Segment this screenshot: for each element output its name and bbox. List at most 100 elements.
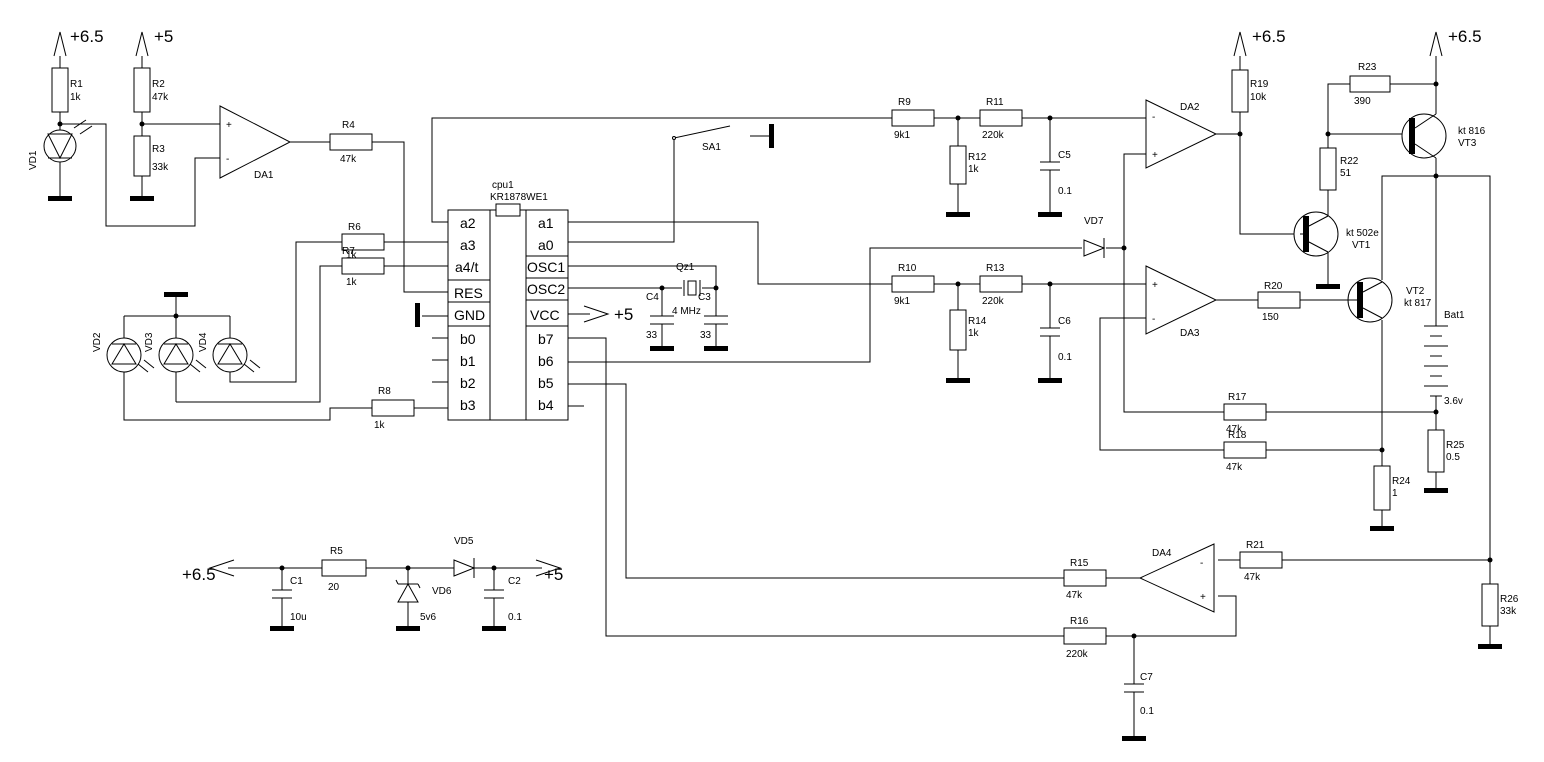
ref-label: R19 [1250,79,1269,90]
junction [1379,447,1385,453]
resistor-R16 [1063,627,1107,645]
battery-Bat1 [1424,325,1448,397]
value-label: 33 [646,330,658,341]
transistor-VT3 [1401,113,1447,159]
mcu-pin-right: b7 [538,331,554,347]
ref-label: DA2 [1180,102,1200,113]
ref-label: R14 [968,316,987,327]
capacitor-C4 [650,315,674,325]
ref-label: R20 [1264,281,1283,292]
junction [1121,245,1127,251]
opamp-DA3 [1145,265,1218,335]
value-label: 4 MHz [672,306,701,317]
mcu-ref-label: cpu1 [492,180,514,191]
resistor-R3 [133,135,151,177]
value-label: 3.6v [1444,396,1463,407]
ground-symbol [1038,378,1062,383]
capacitor-C5 [1040,161,1060,171]
capacitors [272,161,1144,693]
resistor-R4 [329,133,373,151]
value-label: 1k [968,164,980,175]
led-VD3 [158,337,194,373]
junction [955,281,961,287]
minus-sign: - [226,154,229,165]
value-label: 47k [1244,572,1261,583]
ref-label: R15 [1070,558,1089,569]
ref-label: VD4 [198,332,209,352]
plus-sign: + [1152,280,1158,291]
ground-symbol [1316,284,1340,289]
capacitor-C1 [272,589,292,599]
resistor-R1 [51,67,69,113]
rail-label: +5 [154,27,173,46]
opamp-signs: + - - + + - - + [226,112,1206,603]
mcu-part-label: KR1878WE1 [490,192,548,203]
value-label: 10k [1250,92,1267,103]
switch-SA1 [672,136,676,140]
ground-symbol [415,303,420,327]
value-label: 1k [70,92,82,103]
value-label: 47k [152,92,169,103]
value-label: 1k [374,420,386,431]
junction [1325,131,1331,137]
value-label: kt 502e [1346,228,1379,239]
mcu-pin-left: a4/t [455,259,478,275]
ref-label: R2 [152,79,165,90]
minus-sign: - [1152,314,1155,325]
microcontroller-cpu1 [447,203,569,421]
value-label: 9k1 [894,130,911,141]
ref-label: C7 [1140,672,1153,683]
resistor-R6 [341,233,385,251]
plus-sign: + [1152,150,1158,161]
capacitor-C2 [484,589,504,599]
mcu-pin-left: a2 [460,215,476,231]
resistor-R14 [949,309,967,351]
ground-symbol [769,124,774,148]
plus-sign: + [226,120,232,131]
led-VD4 [212,337,248,373]
crystal-Qz1 [683,280,701,296]
value-label: kt 816 [1458,126,1486,137]
value-label: 47k [1226,462,1243,473]
resistor-R9 [891,109,935,127]
mcu-pin-right: a1 [538,215,554,231]
ref-label: C4 [646,292,659,303]
capacitor-C6 [1040,327,1060,337]
ref-label: VD7 [1084,216,1104,227]
diode-VD7 [1083,239,1106,257]
ref-label: C1 [290,576,303,587]
rail-labels: +6.5 +5 +6.5 +6.5 +5 +6.5 +5 [70,27,1482,584]
mcu-pin-left: RES [454,285,483,301]
rail-label: +6.5 [1448,27,1482,46]
value-label: 47k [340,154,357,165]
opamp-DA1 [219,105,292,179]
resistor-R20 [1257,291,1301,309]
ref-label: R22 [1340,156,1359,167]
value-label: 47k [1226,424,1243,435]
value-label: 1k [346,250,358,261]
resistor-R7 [341,257,385,275]
ref-label: R7 [342,246,355,257]
mcu-pin-left: b3 [460,397,476,413]
ground-symbol [130,196,154,201]
value-label: 33k [1500,606,1517,617]
value-label: kt 817 [1404,298,1432,309]
resistor-R13 [979,275,1023,293]
transistors [1293,113,1447,323]
ref-label: R16 [1070,616,1089,627]
ref-label: VD2 [92,332,103,352]
value-label: 1k [346,277,358,288]
junction [1433,173,1439,179]
resistor-R21 [1239,551,1283,569]
value-label: 220k [1066,649,1089,660]
ref-label: R12 [968,152,987,163]
ground-symbols [48,124,1502,741]
opamp-DA4 [1138,543,1215,613]
ref-label: C3 [698,292,711,303]
transistor-VT1 [1293,211,1339,257]
junction [491,565,497,571]
value-label: 5v6 [420,612,437,623]
value-label: 220k [982,296,1005,307]
junction [139,121,145,127]
mcu-pin-right: b6 [538,353,554,369]
